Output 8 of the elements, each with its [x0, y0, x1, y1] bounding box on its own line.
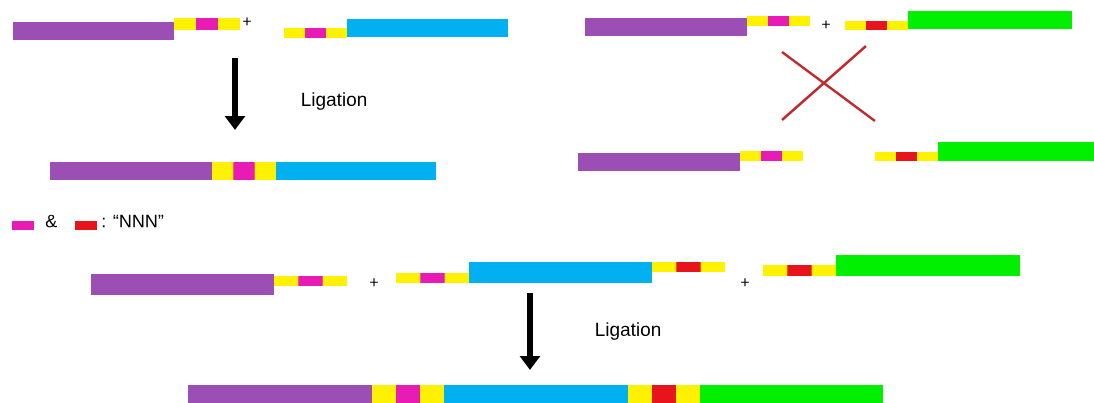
legend-label: : “NNN” [102, 214, 164, 228]
step-label: Ligation [302, 92, 367, 110]
plus-sign: + [243, 17, 251, 26]
plus-sign: + [822, 20, 830, 29]
legend-label: & [45, 214, 57, 228]
plus-sign: + [741, 278, 749, 287]
step-label: Ligation [596, 322, 661, 340]
plus-sign: + [370, 278, 378, 287]
